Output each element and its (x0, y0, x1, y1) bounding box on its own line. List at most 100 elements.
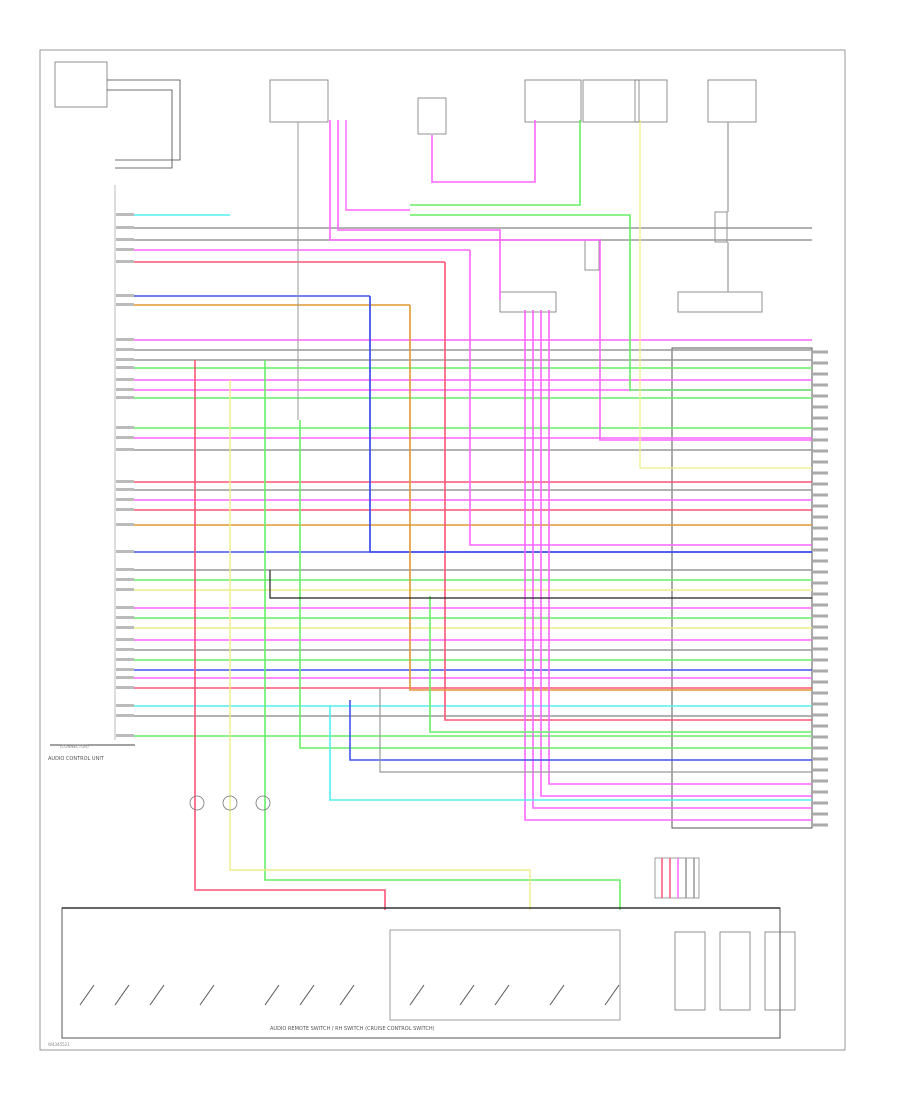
connector-pin (116, 226, 134, 229)
connector-pin-right (812, 757, 828, 761)
connector-pin-right (812, 691, 828, 695)
connector-pin (116, 338, 134, 341)
wire (409, 305, 812, 691)
ground-symbols (189, 795, 271, 811)
connector-pin (116, 626, 134, 629)
switch-contact (494, 984, 510, 1006)
connector-pins (116, 213, 828, 827)
fuse-box-group (269, 79, 763, 313)
switch-contact (199, 984, 215, 1006)
connector-pin-right (812, 614, 828, 618)
wire (548, 310, 812, 785)
left-module-label: AUDIO CONTROL UNIT (48, 756, 105, 762)
connector-pin-right (812, 427, 828, 431)
connector-pin-right (812, 449, 828, 453)
switch-subgroup (389, 929, 621, 1021)
switch-contact (459, 984, 475, 1006)
connector-pin-right (812, 460, 828, 464)
relay-small (584, 239, 600, 271)
connector-pin (116, 213, 134, 216)
wire (264, 360, 621, 910)
connector-pin (116, 378, 134, 381)
connector-pin-right (812, 394, 828, 398)
connector-pin (116, 358, 134, 361)
connector-pin-right (812, 823, 828, 827)
steering-feed-wire (107, 79, 181, 161)
fuse-group-bottom (654, 857, 700, 899)
switch-contact (264, 984, 280, 1006)
connector-pin-right (812, 658, 828, 662)
connector-pin (116, 676, 134, 679)
speaker-3 (255, 795, 271, 811)
diode-block (714, 211, 728, 243)
connector-pin-right (812, 713, 828, 717)
connector-pin-right (812, 361, 828, 365)
connector-pin (116, 578, 134, 581)
connector-pin-right (812, 581, 828, 585)
connector-pin (116, 303, 134, 306)
wires (120, 120, 812, 910)
wire (269, 570, 812, 599)
wire (429, 596, 812, 733)
switch-symbols (79, 984, 620, 1006)
connector-pin (116, 480, 134, 483)
wire (639, 120, 812, 469)
connector-pin-right (812, 471, 828, 475)
connector-pin-right (812, 735, 828, 739)
connector-pin-right (812, 548, 828, 552)
wire (229, 380, 531, 910)
connector-pin-right (812, 515, 828, 519)
corner-code: W4345521 (48, 1042, 70, 1047)
connector-pin (116, 294, 134, 297)
connector-pin (116, 668, 134, 671)
connector-pin (116, 638, 134, 641)
connector-pin (116, 588, 134, 591)
wire (349, 700, 812, 761)
connector-pin-right (812, 768, 828, 772)
joint-connector-right (677, 291, 763, 313)
connector-pin-right (812, 680, 828, 684)
connector-pin-right (812, 383, 828, 387)
wire (329, 706, 812, 801)
connector-pin (116, 508, 134, 511)
wire (540, 310, 812, 797)
connector-pin-right (812, 537, 828, 541)
wire (299, 420, 812, 749)
connector-pin-right (812, 724, 828, 728)
fuse-box-5 (707, 79, 757, 123)
wire (329, 120, 812, 441)
connector-pin (116, 498, 134, 501)
left-bottom-label: (CONNECTOR) (60, 744, 89, 749)
wire (337, 120, 501, 300)
relay-box (417, 97, 447, 135)
connector-pin (116, 348, 134, 351)
joint-connector-center (499, 291, 557, 313)
connector-pin-right (812, 372, 828, 376)
connector-pin (116, 550, 134, 553)
connector-pin-right (812, 350, 828, 354)
connector-pin (116, 523, 134, 526)
connector-pin (116, 686, 134, 689)
connector-pin-right (812, 526, 828, 530)
wire (431, 120, 536, 183)
wire (410, 214, 812, 391)
module-footer-label: AUDIO REMOTE SWITCH / RH SWITCH (CRUISE … (270, 1026, 435, 1032)
connector-pin-right (812, 779, 828, 783)
connector-pin-right (812, 647, 828, 651)
switch-contact (79, 984, 95, 1006)
connector-pin (116, 366, 134, 369)
connector-pin (116, 616, 134, 619)
fuse-box-2 (524, 79, 582, 123)
switch-contact (299, 984, 315, 1006)
connector-pin-right (812, 669, 828, 673)
connector-pin (116, 658, 134, 661)
connector-pin-right (812, 592, 828, 596)
fuse-box-4 (634, 79, 668, 123)
diagram-border (39, 49, 846, 1051)
connector-pin-right (812, 416, 828, 420)
switch-contact (339, 984, 355, 1006)
switch-contact (409, 984, 425, 1006)
wire (345, 120, 410, 211)
connector-pin (116, 648, 134, 651)
